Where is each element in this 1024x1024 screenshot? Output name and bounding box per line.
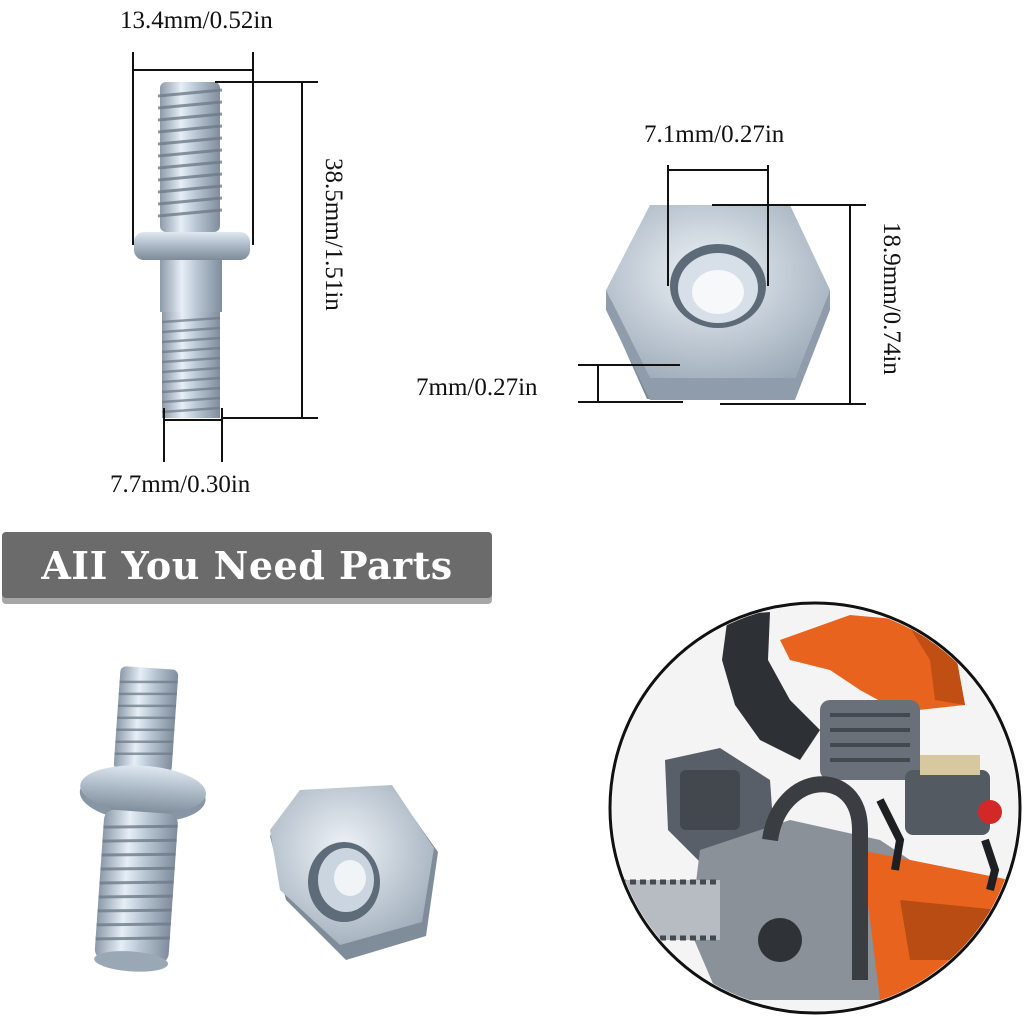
banner-title: AII You Need Parts	[41, 542, 453, 588]
bolt-top	[134, 82, 250, 418]
nut-dimension-lines	[578, 165, 866, 405]
nut-bottom	[270, 785, 438, 960]
nut-width-label: 18.9mm/0.74in	[878, 222, 905, 375]
bolt-thread-label: 7.7mm/0.30in	[110, 471, 251, 498]
nut-top	[606, 205, 830, 400]
nut-thickness-label: 7mm/0.27in	[416, 374, 538, 401]
title-banner: AII You Need Parts	[2, 532, 492, 598]
bolt-bottom	[79, 666, 206, 972]
bolt-width-label: 13.4mm/0.52in	[120, 7, 273, 34]
bolt-dimension-lines	[132, 52, 318, 462]
nut-hole-label: 7.1mm/0.27in	[644, 121, 785, 148]
bolt-length-label: 38.5mm/1.51in	[320, 158, 347, 311]
chainsaw-image	[608, 601, 1022, 1015]
